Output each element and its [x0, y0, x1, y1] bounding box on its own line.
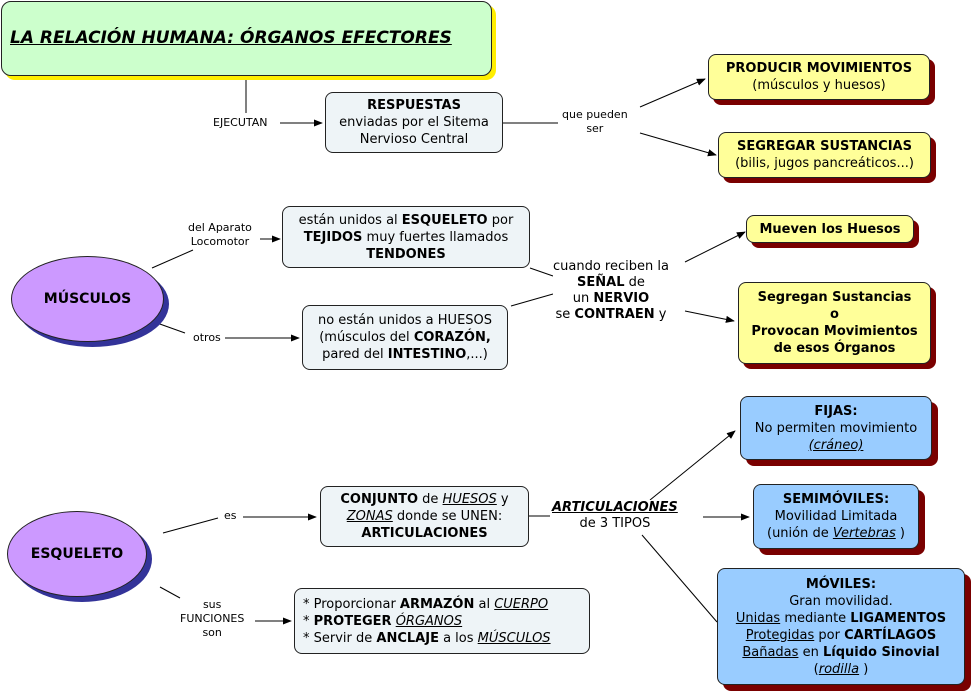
link-label-aparato-locomotor: del Aparato Locomotor	[188, 221, 252, 249]
link-art-moviles	[641, 534, 718, 623]
concept-unidos-esqueleto[interactable]: están unidos al ESQUELETO por TEJIDOS mu…	[282, 206, 530, 268]
concept-segregar-sustancias[interactable]: SEGREGAR SUSTANCIAS (bilis, jugos pancre…	[718, 132, 931, 178]
page-title: LA RELACIÓN HUMANA: ÓRGANOS EFECTORES	[10, 28, 452, 48]
concept-respuestas[interactable]: RESPUESTAS enviadas por el Sitema Nervio…	[325, 92, 503, 153]
link-esqueleto-es	[162, 517, 219, 534]
concept-semimoviles[interactable]: SEMIMÓVILES: Movilidad Limitada (unión d…	[753, 484, 919, 549]
concept-esqueleto[interactable]: ESQUELETO	[7, 511, 147, 597]
concept-moviles[interactable]: MÓVILES: Gran movilidad. Unidas mediante…	[717, 568, 965, 685]
arrow-art-fijas	[649, 430, 736, 501]
link-label-otros: otros	[193, 331, 221, 345]
concept-no-unidos-huesos[interactable]: no están unidos a HUESOS (músculos del C…	[302, 305, 508, 370]
link-label-que-pueden-ser: que pueden ser	[562, 108, 628, 136]
link-esqueleto-funciones	[159, 586, 181, 599]
arrow-que-producir	[639, 78, 706, 108]
concept-segregan-provocan[interactable]: Segregan Sustancias o Provocan Movimient…	[738, 282, 931, 364]
concept-conjunto-huesos[interactable]: CONJUNTO de HUESOS y ZONAS donde se UNEN…	[320, 486, 529, 547]
arrow-cuando-segregan	[684, 310, 735, 323]
link-nounidos-cuando	[510, 293, 554, 307]
arrow-cuando-mueven	[684, 231, 746, 263]
link-unidos-cuando	[529, 267, 554, 277]
link-label-es: es	[224, 509, 237, 523]
concept-producir-movimientos[interactable]: PRODUCIR MOVIMIENTOS (músculos y huesos)	[708, 54, 930, 100]
link-label-articulaciones: ARTICULACIONES de 3 TIPOS	[552, 500, 678, 532]
link-musculos-aparato	[151, 249, 194, 269]
arrow-que-segregar	[639, 132, 717, 157]
concept-fijas[interactable]: FIJAS: No permiten movimiento (cráneo)	[740, 396, 932, 460]
link-musculos-otros	[156, 322, 186, 334]
concept-title[interactable]: LA RELACIÓN HUMANA: ÓRGANOS EFECTORES	[1, 1, 492, 76]
link-label-cuando-reciben: cuando reciben la SEÑAL de un NERVIO se …	[553, 259, 669, 323]
concept-mueven-huesos[interactable]: Mueven los Huesos	[746, 215, 914, 243]
concept-musculos[interactable]: MÚSCULOS	[11, 256, 164, 342]
link-label-sus-funciones: sus FUNCIONES son	[180, 598, 245, 640]
link-label-ejecutan: EJECUTAN	[213, 116, 268, 130]
concept-funciones-esqueleto[interactable]: * Proporcionar ARMAZÓN al CUERPO * PROTE…	[294, 588, 590, 654]
